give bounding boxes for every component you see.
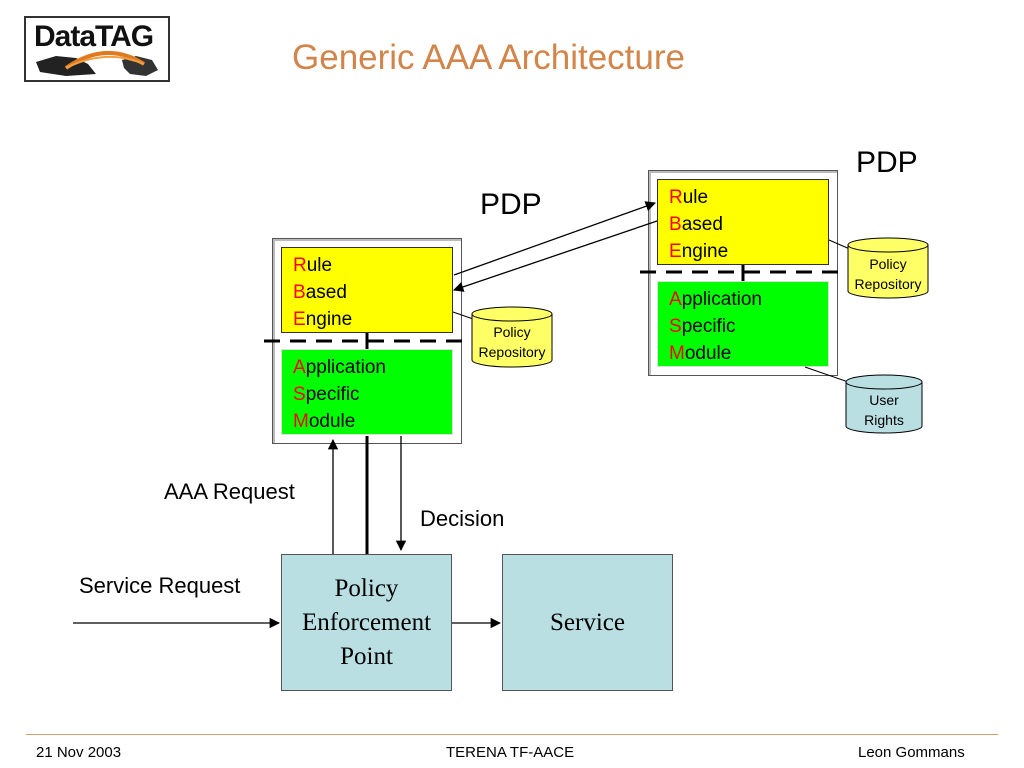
pdp-right-label: PDP — [856, 146, 918, 179]
pdp-left-app-module: Application Specific Module — [281, 349, 453, 435]
arrow-right-to-left-engine — [453, 220, 658, 292]
aaa-request-label: AAA Request — [164, 479, 295, 504]
service-request-label: Service Request — [79, 573, 241, 598]
pep-line-2: Enforcement — [301, 608, 432, 636]
footer-divider — [26, 734, 998, 735]
footer-event: TERENA TF-AACE — [446, 744, 575, 761]
right-repo-line-2: Repository — [855, 276, 922, 292]
left-repo-line-2: Repository — [479, 344, 546, 360]
slide-title: Generic AAA Architecture — [292, 38, 685, 77]
policy-enforcement-point-box: Policy Enforcement Point — [281, 554, 452, 691]
pdp-left-rule-engine: Rule Based Engine — [281, 247, 453, 333]
right-policy-repository-cylinder: Policy Repository — [847, 237, 929, 299]
logo-text: DataTAG — [34, 20, 154, 53]
user-rights-line-2: Rights — [864, 412, 904, 428]
pdp-right-rule-engine: Rule Based Engine — [657, 179, 829, 265]
left-policy-repository-cylinder: Policy Repository — [471, 306, 553, 368]
user-rights-line-1: User — [869, 392, 899, 408]
service-box: Service — [502, 554, 673, 691]
footer-author: Leon Gommans — [858, 744, 965, 761]
datatag-logo: DataTAG — [24, 16, 170, 82]
pep-line-1: Policy — [334, 574, 399, 602]
pdp-right-app-module: Application Specific Module — [657, 281, 829, 367]
footer-date: 21 Nov 2003 — [36, 744, 122, 761]
right-repo-line-1: Policy — [869, 256, 906, 272]
user-rights-cylinder: User Rights — [845, 374, 923, 434]
pdp-left-label: PDP — [480, 188, 542, 221]
service-label: Service — [550, 608, 625, 636]
decision-label: Decision — [420, 506, 505, 531]
logo-map-graphic — [36, 51, 158, 76]
pep-line-3: Point — [340, 642, 393, 670]
arrow-left-to-right-engine — [453, 201, 656, 276]
left-repo-line-1: Policy — [493, 324, 530, 340]
